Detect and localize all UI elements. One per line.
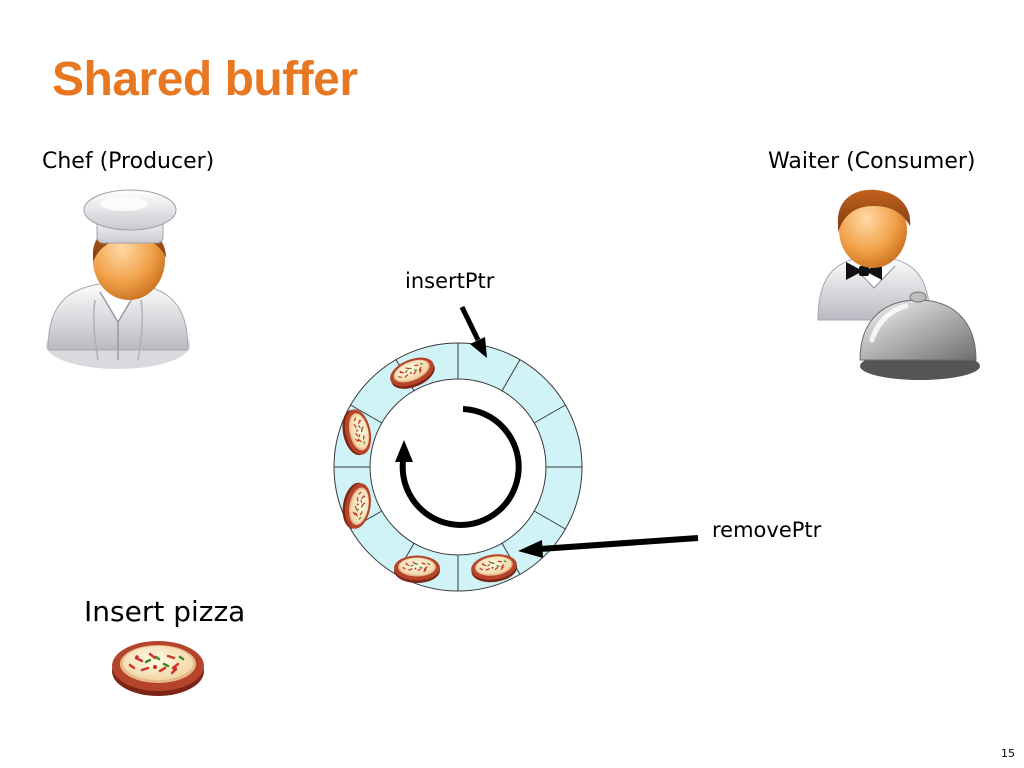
consumer-label: Waiter (Consumer) xyxy=(768,149,976,174)
cloche-icon xyxy=(859,291,980,380)
insert-pointer-arrow xyxy=(459,305,487,358)
circular-arrow-icon xyxy=(395,406,522,528)
insert-pizza-label: Insert pizza xyxy=(84,595,246,628)
page-number: 15 xyxy=(1001,747,1015,760)
insert-pointer-label: insertPtr xyxy=(405,269,495,293)
slot-divider xyxy=(501,359,521,392)
chef-icon xyxy=(46,189,190,369)
slot-divider xyxy=(533,510,566,530)
slot-divider xyxy=(350,404,383,424)
circular-buffer xyxy=(333,342,583,592)
remove-pointer-label: removePtr xyxy=(712,518,822,542)
remove-pointer-arrow xyxy=(518,535,699,558)
slot-divider xyxy=(533,404,566,424)
slide-title: Shared buffer xyxy=(52,53,358,106)
producer-label: Chef (Producer) xyxy=(42,149,215,174)
buffer-pizza xyxy=(393,554,441,584)
pizza-icon xyxy=(110,639,206,698)
